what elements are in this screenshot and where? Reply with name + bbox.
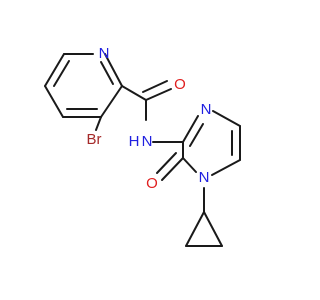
cyclopropyl-group [185, 187, 223, 247]
bond-c3p-n4p-inner [189, 123, 204, 147]
bond-c4-c5 [44, 85, 64, 118]
molecule-canvas: N Br O H N N O N [44, 45, 241, 247]
atom-pyridine-nitrogen: N [99, 45, 110, 62]
bond-cp-a [185, 211, 205, 247]
bond-n1p-c2p [182, 157, 197, 173]
pyrazinone-ring [156, 110, 241, 181]
bond-c2-c3 [100, 85, 123, 118]
bond-c5-c6-inner [53, 60, 70, 87]
atom-amide-hydrogen: H [129, 133, 140, 150]
molecule-structure-diagram: N Br O H N N O N [44, 45, 241, 247]
bond-n1-c2-inner [100, 61, 114, 85]
bond-c2-carbonyl [121, 85, 147, 101]
atom-amide-nitrogen: N [142, 133, 153, 150]
bond-c3p-n4p [182, 115, 199, 143]
bond-carbonyl-o-double [142, 80, 168, 93]
bond-n4p-c5p [212, 110, 241, 127]
atom-pyrazine-nitrogen-ring: N [199, 169, 210, 186]
bond-c5-c6 [44, 53, 65, 87]
atom-pyrazine-nitrogen-top: N [201, 101, 212, 118]
pyridine-ring [44, 53, 123, 118]
atom-carbonyl-oxygen: O [174, 76, 186, 93]
atom-bromine: Br [87, 131, 102, 148]
bond-c3-br [95, 116, 102, 131]
bond-carbonyl-o [145, 88, 172, 101]
atom-pyrazinone-oxygen: O [146, 175, 158, 192]
bond-c2p-o [161, 157, 184, 181]
bond-c2p-o-double [156, 152, 177, 174]
bond-cp-b [203, 211, 223, 247]
bond-n1-c2 [104, 53, 123, 87]
bond-c6p-n1p [211, 159, 241, 176]
